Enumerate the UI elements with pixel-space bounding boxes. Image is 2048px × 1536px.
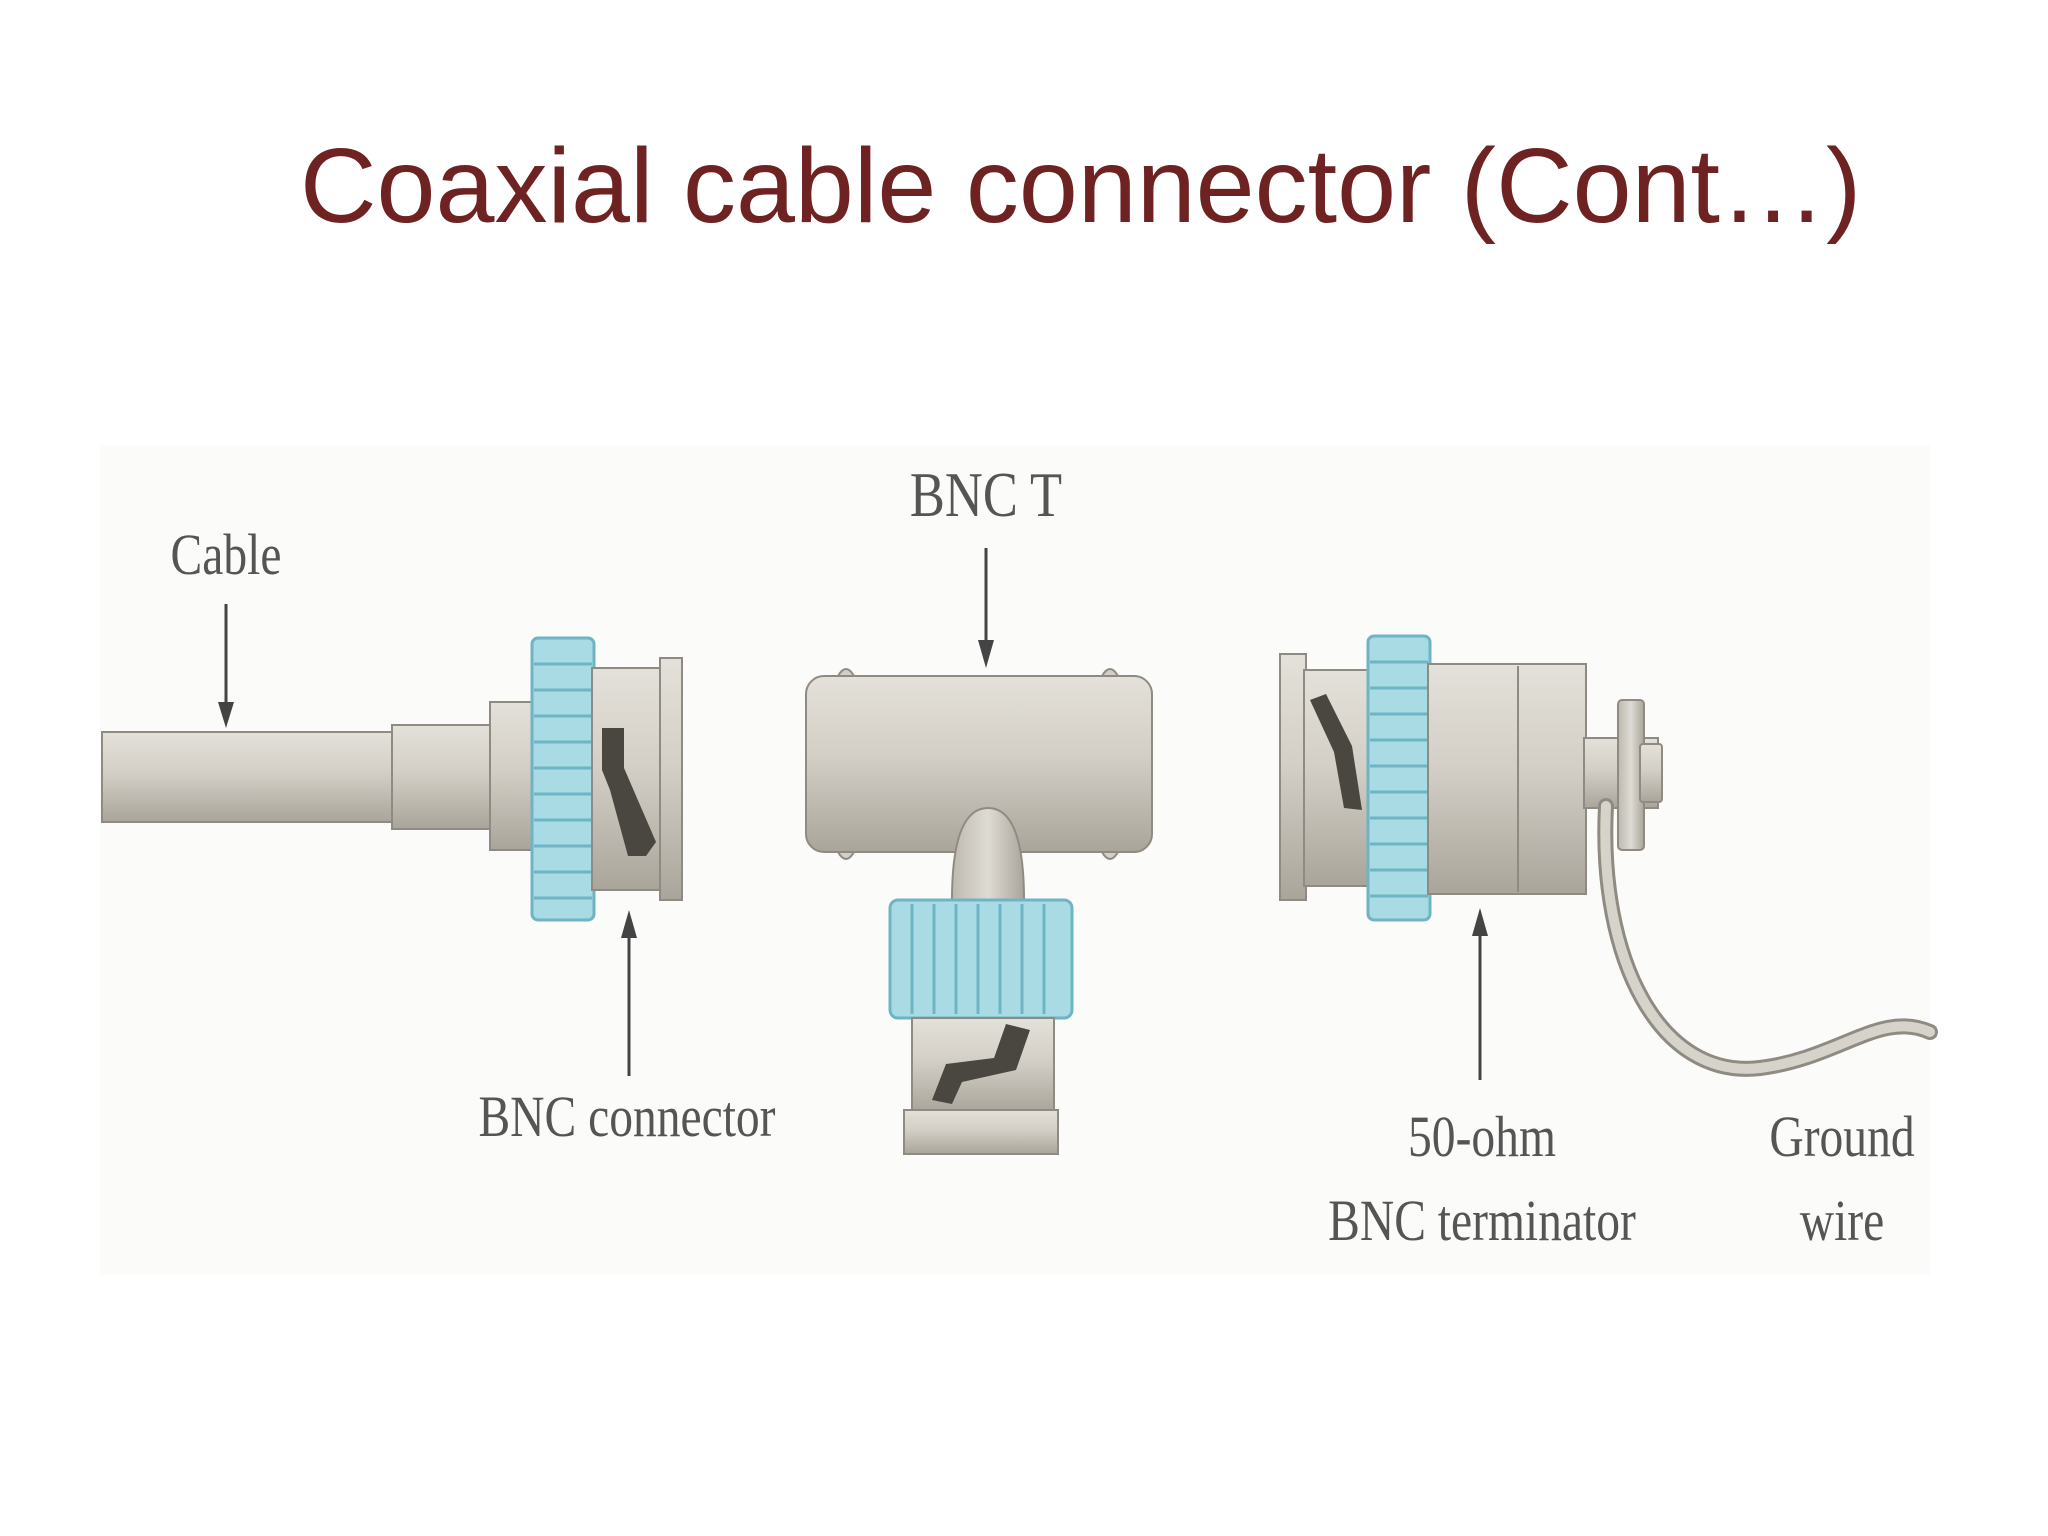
- label-cable: Cable: [171, 524, 282, 587]
- label-ground-line1: Ground: [1769, 1106, 1914, 1169]
- cable: [101, 724, 495, 830]
- label-terminator-line1: 50-ohm: [1408, 1106, 1556, 1169]
- bayonet-slot: [602, 728, 656, 856]
- label-bnc-connector: BNC connector: [478, 1086, 775, 1149]
- bnc-connector: [489, 636, 683, 922]
- knurled-nut: [530, 636, 596, 922]
- label-ground-line2: wire: [1800, 1190, 1884, 1253]
- slide-title: Coaxial cable connector (Cont…): [300, 127, 1862, 245]
- leader-lines: [218, 548, 1488, 1080]
- bnc-terminator: [1279, 634, 1663, 922]
- label-terminator-line2: BNC terminator: [1328, 1190, 1636, 1253]
- label-bnc-t: BNC T: [910, 459, 1062, 530]
- bnc-t-connector: [805, 668, 1153, 1155]
